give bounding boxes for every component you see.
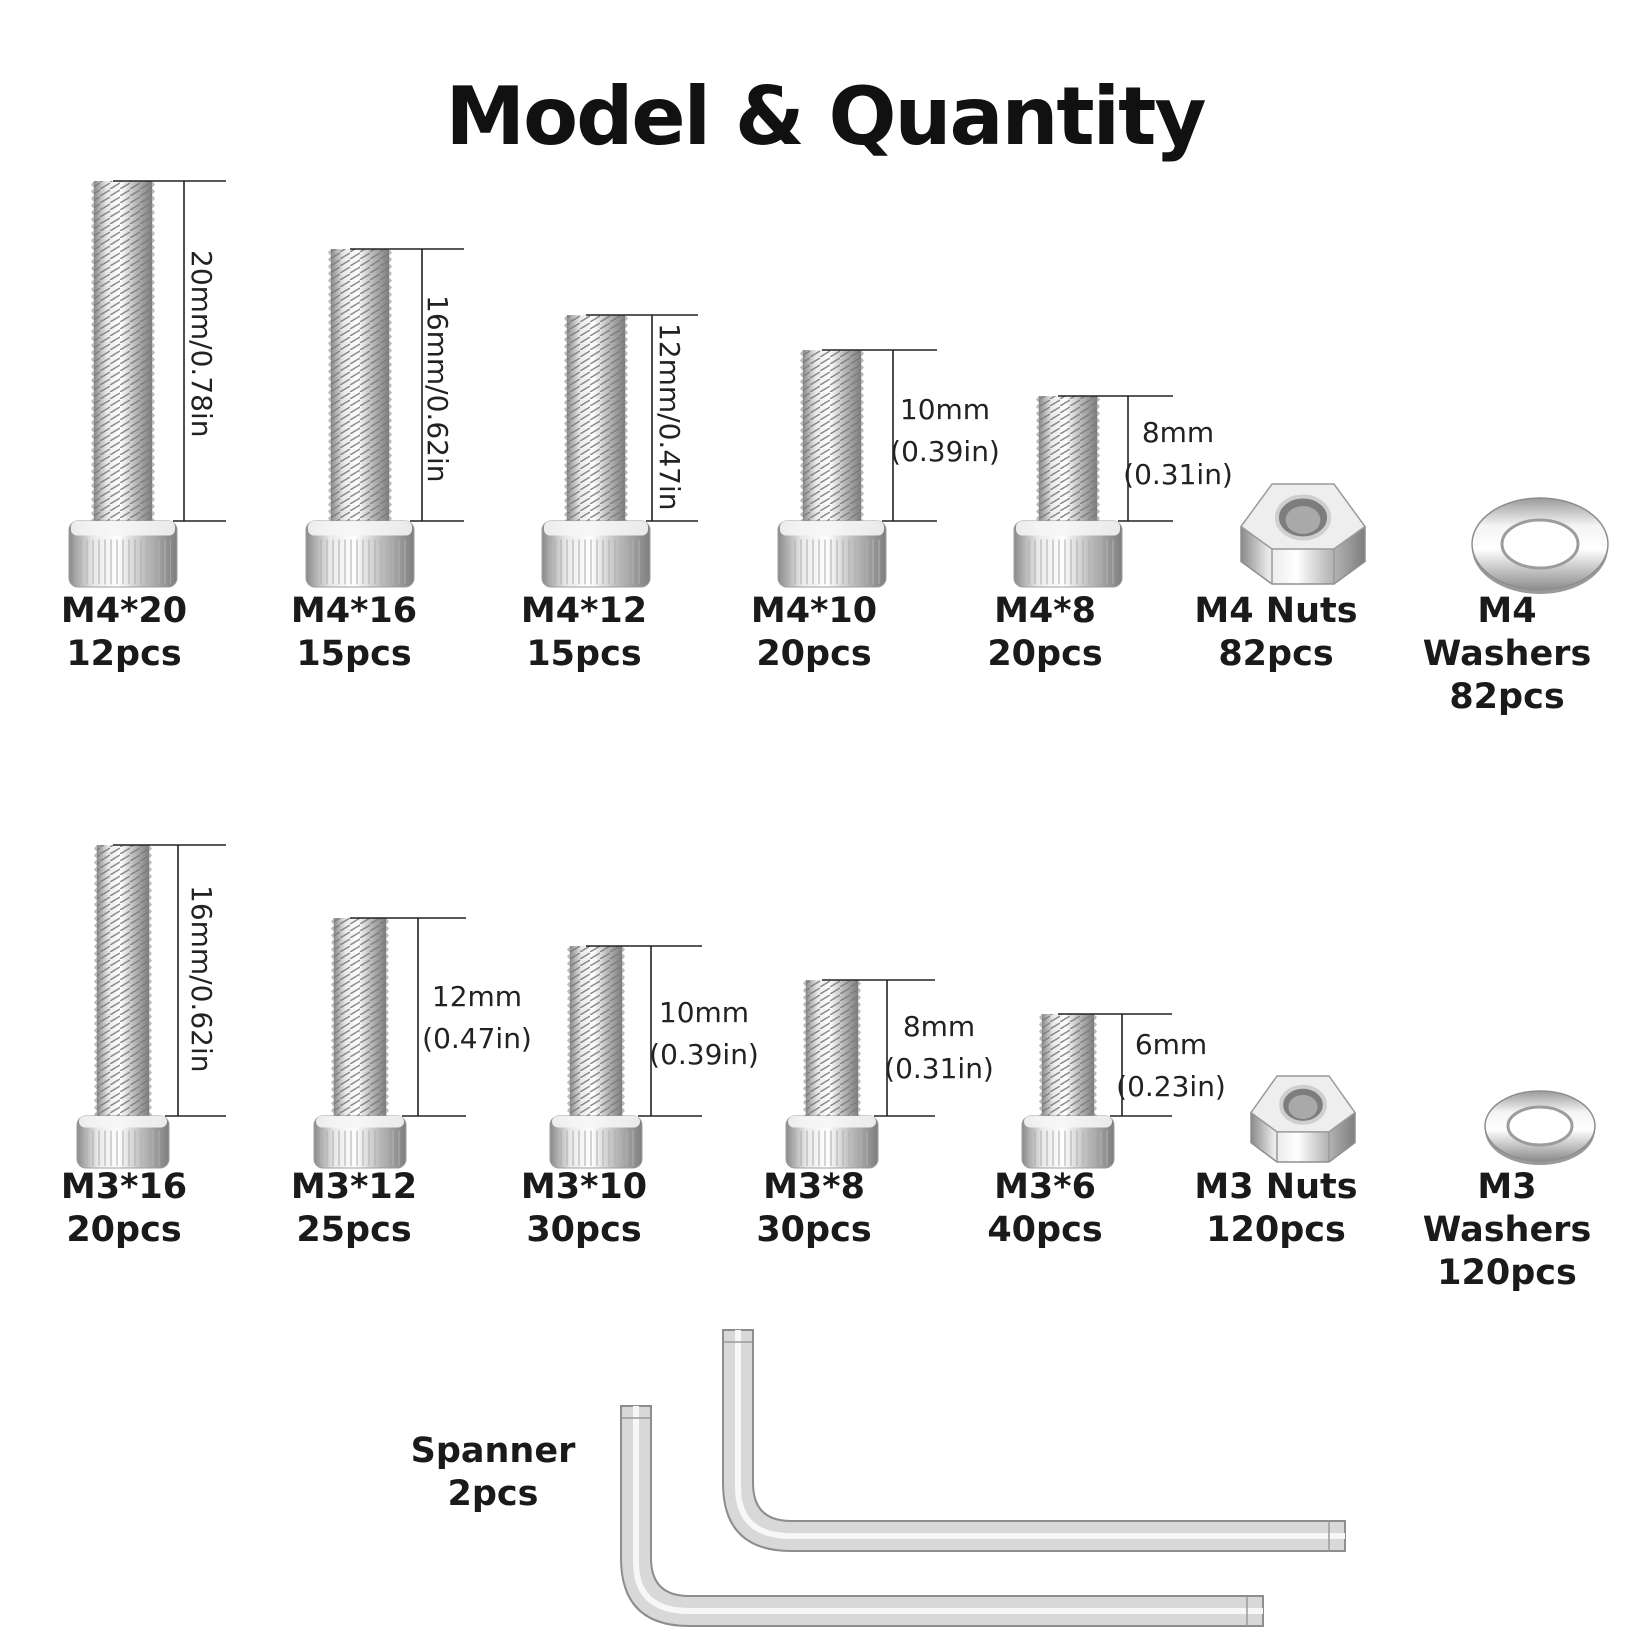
dim-m4-8: 8mm(0.31in) — [1123, 416, 1233, 491]
dim-m4-20: 20mm/0.78in — [185, 250, 218, 438]
screw-m4-20 — [68, 181, 178, 588]
nut-m4 — [1239, 483, 1367, 585]
nut-m3 — [1249, 1075, 1357, 1163]
dim-m3-6: 6mm(0.23in) — [1116, 1028, 1226, 1103]
dim-m4-10: 10mm(0.39in) — [890, 393, 1000, 468]
screw-m4-10 — [777, 350, 887, 588]
washer-m3 — [1484, 1090, 1596, 1165]
screw-m3-12 — [313, 918, 407, 1169]
dim-m4-16: 16mm/0.62in — [421, 295, 454, 483]
dim-m3-12: 12mm(0.47in) — [422, 980, 532, 1055]
screw-m4-8 — [1013, 396, 1123, 588]
dim-m3-10: 10mm(0.39in) — [649, 996, 759, 1071]
dim-m3-8: 8mm(0.31in) — [884, 1010, 994, 1085]
screw-m3-10 — [549, 946, 643, 1169]
spanner-key-back — [722, 1329, 1346, 1552]
spanner-key-front — [620, 1405, 1264, 1627]
washer-m4 — [1471, 497, 1609, 594]
screw-m3-8 — [785, 980, 879, 1169]
screw-m3-6 — [1021, 1014, 1115, 1169]
screw-m4-16 — [305, 249, 415, 588]
dim-m4-12: 12mm/0.47in — [653, 323, 686, 511]
dim-m3-16: 16mm/0.62in — [185, 885, 218, 1073]
screw-m3-16 — [76, 845, 170, 1169]
page-title: Model & Quantity — [445, 70, 1207, 163]
screw-m4-12 — [541, 315, 651, 588]
